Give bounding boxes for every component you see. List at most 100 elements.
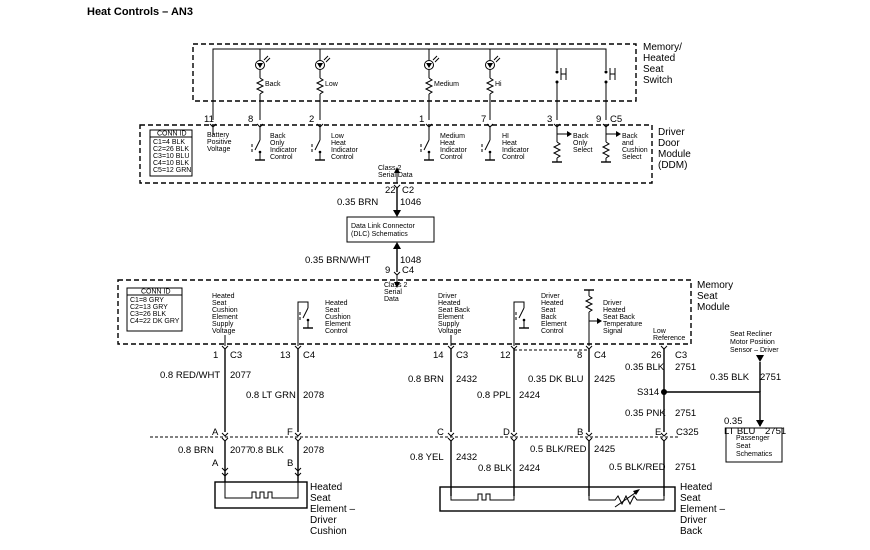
ddm-label-3: Module bbox=[658, 149, 691, 160]
svg-text:0.35 PNK: 0.35 PNK bbox=[625, 408, 666, 419]
svg-text:Heat: Heat bbox=[440, 140, 455, 147]
upper-wires: 0.8 RED/WHT 2077 0.8 LT GRN 2078 0.8 BRN… bbox=[160, 349, 786, 437]
svg-text:Back: Back bbox=[573, 133, 589, 140]
push-switch-icon bbox=[604, 68, 616, 120]
svg-text:2077: 2077 bbox=[230, 370, 251, 381]
svg-text:14: 14 bbox=[433, 350, 444, 361]
svg-text:Sensor – Driver: Sensor – Driver bbox=[730, 347, 779, 354]
switch-hi-label: Hi bbox=[495, 81, 502, 88]
svg-text:Select: Select bbox=[573, 147, 593, 154]
svg-text:Voltage: Voltage bbox=[207, 146, 230, 153]
svg-text:Low: Low bbox=[331, 133, 345, 140]
svg-text:Heat: Heat bbox=[331, 140, 346, 147]
svg-text:0.35 BLK: 0.35 BLK bbox=[625, 362, 665, 373]
switch-medium-label: Medium bbox=[434, 81, 459, 88]
svg-text:2425: 2425 bbox=[594, 444, 615, 455]
ddm-label-2: Door bbox=[658, 138, 680, 149]
svg-text:D: D bbox=[503, 427, 510, 438]
thermistor-icon bbox=[588, 487, 665, 506]
svg-text:Element: Element bbox=[541, 321, 567, 328]
serial-bus-1046: 22 C2 0.35 BRN 1046 bbox=[337, 184, 421, 217]
svg-text:0.8 YEL: 0.8 YEL bbox=[410, 452, 444, 463]
transistor-switch-icon bbox=[311, 127, 325, 161]
svg-text:Control: Control bbox=[502, 154, 525, 161]
svg-text:Low: Low bbox=[653, 328, 667, 335]
svg-text:Back: Back bbox=[270, 133, 286, 140]
svg-text:A: A bbox=[212, 427, 219, 438]
svg-text:Seat: Seat bbox=[541, 307, 555, 314]
svg-text:Element: Element bbox=[212, 314, 238, 321]
switch-low-label: Low bbox=[325, 81, 339, 88]
svg-text:C4=22 DK GRY: C4=22 DK GRY bbox=[130, 318, 180, 325]
svg-text:C2=13 GRY: C2=13 GRY bbox=[130, 304, 168, 311]
dlc-box: Data Link Connector (DLC) Schematics bbox=[346, 216, 435, 243]
svg-text:Heated: Heated bbox=[541, 300, 564, 307]
svg-text:Passenger: Passenger bbox=[736, 435, 770, 442]
svg-text:0.8 LT GRN: 0.8 LT GRN bbox=[246, 390, 296, 401]
svg-text:Driver: Driver bbox=[310, 515, 337, 526]
switch-label-2: Heated bbox=[643, 53, 675, 64]
svg-text:C3=26 BLK: C3=26 BLK bbox=[130, 311, 166, 318]
svg-text:2078: 2078 bbox=[303, 445, 324, 456]
led-icon bbox=[255, 55, 271, 70]
heated-cushion-element: Heated Seat Element – Driver Cushion bbox=[214, 481, 355, 537]
svg-text:26: 26 bbox=[651, 350, 662, 361]
splice-label: S314 bbox=[637, 387, 659, 398]
svg-text:Serial Data: Serial Data bbox=[378, 172, 413, 179]
svg-text:Indicator: Indicator bbox=[440, 147, 468, 154]
cushion-connector: A B bbox=[212, 458, 302, 477]
push-switch-icon bbox=[555, 68, 567, 120]
transistor-switch-icon bbox=[481, 127, 495, 161]
ddm-pin: 2 bbox=[309, 114, 314, 125]
svg-text:(DLC) Schematics: (DLC) Schematics bbox=[351, 231, 408, 238]
svg-text:and: and bbox=[622, 140, 634, 147]
svg-text:C2=26 BLK: C2=26 BLK bbox=[153, 146, 189, 153]
svg-text:Seat: Seat bbox=[736, 443, 750, 450]
svg-text:Class 2: Class 2 bbox=[378, 165, 401, 172]
svg-text:Heated: Heated bbox=[680, 482, 712, 493]
svg-text:C1=4 BLK: C1=4 BLK bbox=[153, 139, 185, 146]
svg-text:Data: Data bbox=[384, 296, 399, 303]
ddm-pin: 8 bbox=[248, 114, 253, 125]
svg-text:Data Link Connector: Data Link Connector bbox=[351, 223, 415, 230]
svg-text:2751: 2751 bbox=[765, 426, 786, 437]
svg-text:0.5 BLK/RED: 0.5 BLK/RED bbox=[609, 462, 666, 473]
msm-conn-id-table: CONN ID C1=8 GRY C2=13 GRY C3=26 BLK C4=… bbox=[126, 287, 183, 332]
svg-text:Seat: Seat bbox=[310, 493, 331, 504]
svg-text:1048: 1048 bbox=[400, 255, 421, 266]
svg-text:9: 9 bbox=[385, 265, 390, 276]
svg-text:C4: C4 bbox=[402, 265, 414, 276]
svg-text:C4=10 BLK: C4=10 BLK bbox=[153, 160, 189, 167]
select-input-icon bbox=[601, 127, 621, 163]
svg-text:0.8 RED/WHT: 0.8 RED/WHT bbox=[160, 370, 220, 381]
svg-text:0.35 DK BLU: 0.35 DK BLU bbox=[528, 374, 584, 385]
svg-text:Control: Control bbox=[331, 154, 354, 161]
heater-grid-icon bbox=[224, 482, 299, 499]
temperature-sense-icon bbox=[584, 289, 602, 346]
svg-text:C3: C3 bbox=[675, 350, 687, 361]
svg-text:2751: 2751 bbox=[760, 372, 781, 383]
svg-text:2751: 2751 bbox=[675, 462, 696, 473]
svg-text:13: 13 bbox=[280, 350, 291, 361]
svg-text:Heated: Heated bbox=[212, 293, 235, 300]
svg-text:C4: C4 bbox=[303, 350, 315, 361]
resistor-icon bbox=[424, 77, 434, 95]
svg-text:C325: C325 bbox=[676, 427, 699, 438]
svg-text:Seat: Seat bbox=[680, 493, 701, 504]
cushion-driver-switch-icon bbox=[297, 301, 313, 346]
svg-text:Driver: Driver bbox=[438, 293, 457, 300]
svg-text:Control: Control bbox=[325, 328, 348, 335]
svg-text:1046: 1046 bbox=[400, 197, 421, 208]
svg-text:Cushion: Cushion bbox=[212, 307, 238, 314]
svg-text:F: F bbox=[287, 427, 293, 438]
switch-label-4: Switch bbox=[643, 75, 672, 86]
led-icon bbox=[485, 55, 501, 70]
svg-text:8: 8 bbox=[577, 350, 582, 361]
svg-text:2432: 2432 bbox=[456, 452, 477, 463]
svg-text:0.8 BRN: 0.8 BRN bbox=[408, 374, 444, 385]
svg-text:Positive: Positive bbox=[207, 139, 232, 146]
memory-heated-seat-switch: Memory/ Heated Seat Switch bbox=[192, 42, 682, 120]
svg-text:0.8 BLK: 0.8 BLK bbox=[250, 445, 284, 456]
svg-text:Back: Back bbox=[622, 133, 638, 140]
svg-text:C4: C4 bbox=[594, 350, 606, 361]
